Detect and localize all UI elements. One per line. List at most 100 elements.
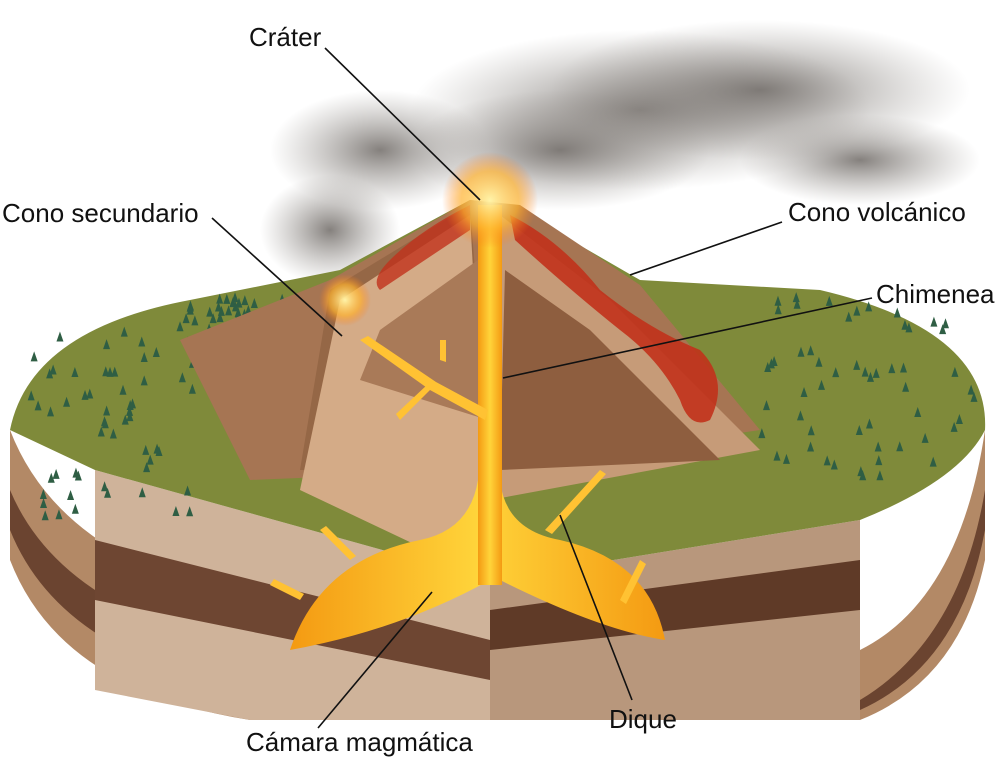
tree [950,421,958,432]
tree [823,455,831,466]
tree [52,468,60,479]
tree [56,331,64,342]
tree [138,336,146,347]
tree [191,315,199,326]
tree [914,407,922,418]
tree [762,400,770,411]
tree [796,410,804,421]
tree [101,416,109,427]
tree [153,443,161,454]
tree [172,505,180,516]
tree [39,488,47,499]
tree [764,362,772,373]
tree [830,459,838,470]
tree [939,324,947,335]
tree [929,456,937,467]
tree [872,367,880,378]
tree [807,441,815,452]
tree [893,307,901,318]
tree [216,312,224,323]
tree [140,352,148,363]
tree [866,371,874,382]
tree [126,405,134,416]
tree [853,305,861,316]
tree [111,366,119,377]
tree [184,485,192,496]
tree [143,462,151,473]
tree [40,497,48,508]
label-secondary-cone: Cono secundario [2,198,199,228]
tree [101,481,109,492]
tree [103,405,111,416]
crater-glow [442,152,538,248]
tree [921,432,929,443]
tree [104,487,112,498]
tree [859,470,867,481]
tree [120,326,128,337]
label-volcanic-cone: Cono volcánico [788,197,966,227]
leader-dike [559,514,633,701]
tree [793,298,801,309]
tree [97,426,105,437]
label-crater: Cráter [249,22,322,52]
tree [119,384,127,395]
tree [231,292,239,303]
cone-cross-section [300,215,760,580]
leader-lines [211,47,873,729]
tree [758,428,766,439]
tree [152,347,160,358]
tree [955,414,963,425]
tree [140,375,148,386]
tree [186,506,194,517]
tree [774,304,782,315]
tree [223,293,231,304]
tree [109,428,117,439]
tree [845,311,853,322]
tree [767,358,775,369]
tree [126,411,134,422]
tree [782,453,790,464]
tree [72,467,80,478]
tree [102,366,110,377]
tree [47,472,55,483]
tree [138,487,146,498]
tree [215,301,223,312]
secondary-vent-glow [319,274,371,326]
tree [71,503,79,514]
tree [970,391,978,402]
tree [773,450,781,461]
smoke-plume [260,20,980,285]
tree [875,455,883,466]
tree [41,510,49,521]
tree [129,398,137,409]
tree [47,406,55,417]
tree [807,345,815,356]
tree [103,339,111,350]
tree [865,418,873,429]
tree [930,316,938,327]
tree [241,295,249,306]
tree [46,368,54,379]
tree [951,366,959,377]
tree [86,388,94,399]
leader-crater [324,47,481,201]
tree [888,363,896,374]
tree [63,396,71,407]
leader-magma-chamber [317,591,433,729]
tree [106,366,114,377]
tree [67,489,75,500]
magma-chamber [290,480,665,650]
leader-secondary-cone [211,217,343,337]
tree [774,295,782,306]
tree [905,322,913,333]
tree [250,297,258,308]
label-dike: Dique [609,704,677,734]
tree [178,372,186,383]
tree [792,292,800,303]
tree [49,364,57,375]
tree [815,356,823,367]
tree [30,351,38,362]
tree [225,305,233,316]
